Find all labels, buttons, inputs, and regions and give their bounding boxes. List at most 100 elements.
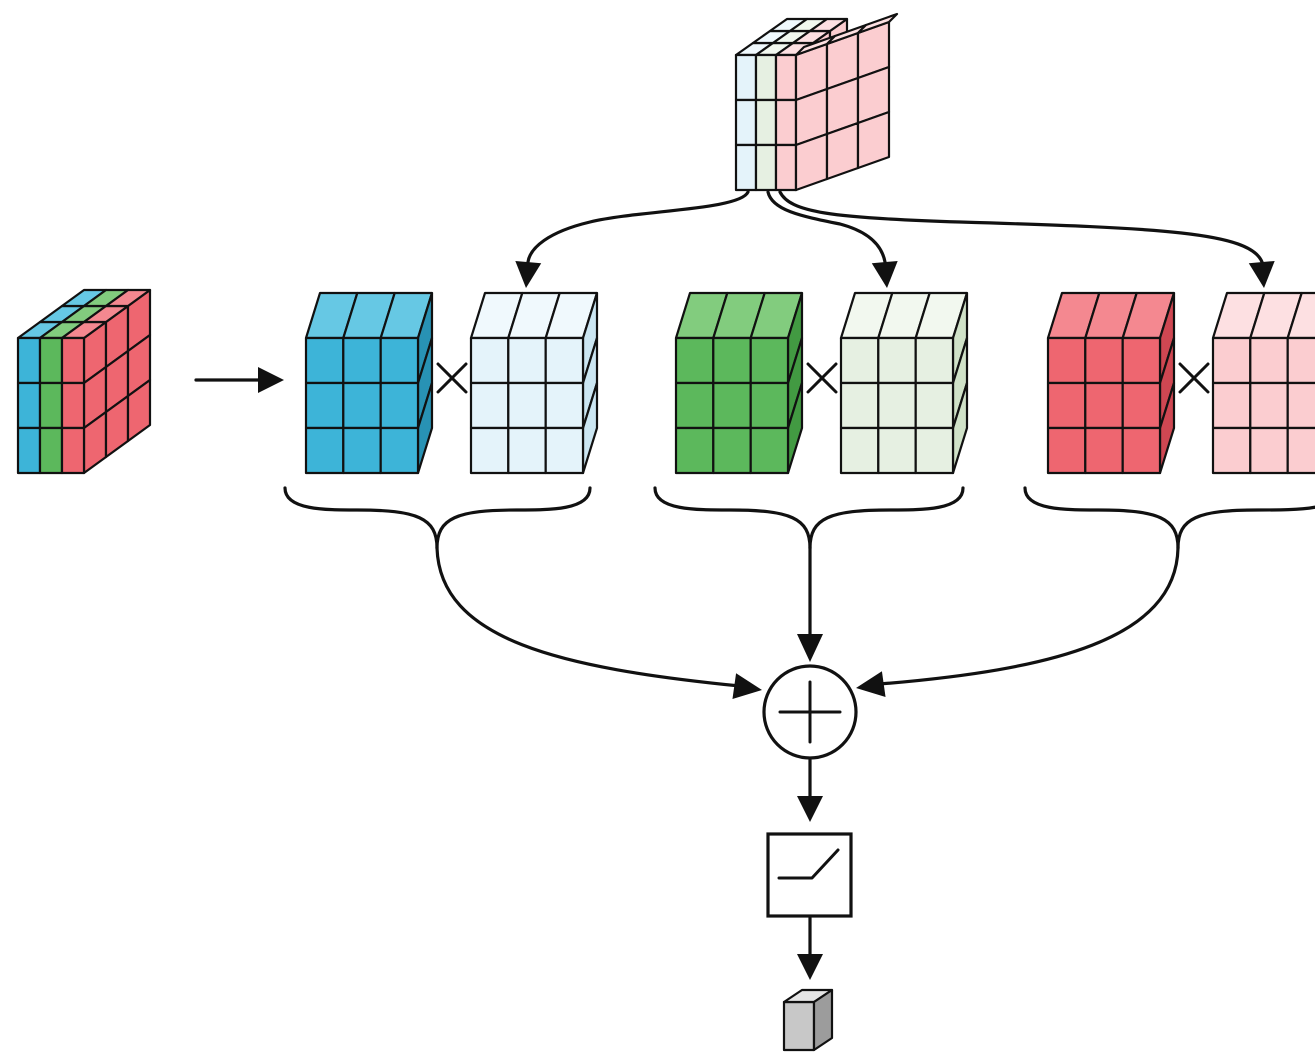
grid-front-cell <box>1046 426 1087 475</box>
grid-front-cell <box>1211 426 1252 475</box>
grid-front-cell <box>1046 381 1087 430</box>
grid-front-cell <box>469 426 510 475</box>
grid-front-cell <box>1286 336 1315 385</box>
grid-front-cell <box>839 336 880 385</box>
grid-front-cell <box>674 336 715 385</box>
tensor-front-cell <box>774 53 798 102</box>
relu-box-outline <box>766 832 853 918</box>
grid-front-cell <box>749 336 790 385</box>
grid-front-cell <box>469 336 510 385</box>
edge-to-sum-left <box>435 546 742 688</box>
kernel-channel-blue-grid <box>469 291 599 475</box>
grid-front-cell <box>379 336 420 385</box>
grid-front-cell <box>1084 381 1124 430</box>
tensor-side-cell <box>856 110 891 170</box>
tensor-front-cell <box>734 143 758 192</box>
arrowhead <box>732 673 762 699</box>
arrowhead <box>871 260 898 288</box>
tensor-top-cell <box>808 17 849 33</box>
voxel-side <box>812 988 834 1052</box>
multiply-icon <box>806 362 838 394</box>
grid-front-cell <box>544 336 585 385</box>
brace-left <box>653 486 812 550</box>
tensor-front-cell <box>734 53 758 102</box>
grid-front-cell <box>914 426 955 475</box>
tensor-side-cell <box>126 378 152 443</box>
tensor-top-cell <box>104 288 152 308</box>
grid-front-cell <box>304 381 345 430</box>
grid-front-cell <box>1286 381 1315 430</box>
tensor-front-cell <box>16 426 42 475</box>
grid-front-cell <box>379 381 420 430</box>
grid-front-cell <box>749 426 790 475</box>
grid-front-cell <box>1121 381 1162 430</box>
grid-front-cell <box>1121 426 1162 475</box>
kernel-tensor-cube <box>734 12 899 192</box>
grid-front-cell <box>304 426 345 475</box>
grid-front-cell <box>507 381 547 430</box>
tensor-front-cell <box>60 426 86 475</box>
multiply-stroke <box>806 362 838 394</box>
grid-front-cell <box>1084 336 1124 385</box>
grid-front-cell <box>1046 336 1087 385</box>
green-channel-pair <box>674 291 969 475</box>
arrowhead <box>856 671 886 697</box>
grid-front-cell <box>342 426 382 475</box>
arrowhead <box>797 954 823 980</box>
grid-front-cell <box>674 426 715 475</box>
grid-front-cell <box>712 426 752 475</box>
tensor-side-cell <box>825 121 860 181</box>
tensor-front-cell <box>38 381 64 430</box>
arrowhead <box>797 796 823 822</box>
grid-front-cell <box>1121 336 1162 385</box>
arrowhead <box>797 634 823 662</box>
tensor-top-cell <box>856 12 899 35</box>
grid-front-cell <box>304 336 345 385</box>
tensor-front-cell <box>754 98 778 147</box>
brace-left <box>283 486 439 550</box>
grid-front-cell <box>914 381 955 430</box>
grid-front-cell <box>1211 381 1252 430</box>
grid-front-cell <box>712 336 752 385</box>
tensor-front-cell <box>16 336 42 385</box>
edge-line <box>778 190 1264 264</box>
relu-curve-icon <box>777 848 840 880</box>
blue-channel-pair <box>304 291 599 475</box>
tensor-front-cell <box>16 381 42 430</box>
grid-front-cell <box>674 381 715 430</box>
brace-right <box>435 486 592 550</box>
grid-front-cell <box>877 426 917 475</box>
multiply-stroke <box>436 362 468 394</box>
grid-front-cell <box>712 381 752 430</box>
tensor-side-cell <box>794 132 829 192</box>
grid-front-cell <box>839 426 880 475</box>
brace-right <box>1176 505 1315 550</box>
grid-front-cell <box>877 336 917 385</box>
tensor-front-cell <box>38 426 64 475</box>
arrowhead <box>1248 260 1275 288</box>
input-split-arrow <box>194 367 284 393</box>
tensor-front-cell <box>774 98 798 147</box>
output-voxel-cube <box>782 988 834 1052</box>
grid-front-cell <box>544 426 585 475</box>
grid-front-cell <box>914 336 955 385</box>
grid-front-cell <box>1286 426 1315 475</box>
grid-front-cell <box>1249 336 1289 385</box>
grid-front-cell <box>507 426 547 475</box>
multiply-icon <box>436 362 468 394</box>
input-tensor-cube <box>16 288 152 475</box>
grid-front-cell <box>469 381 510 430</box>
grid-front-cell <box>1211 336 1252 385</box>
relu-activation-box <box>766 832 853 918</box>
sum-plus-circle <box>762 664 858 760</box>
kernel-channel-red-grid <box>1211 291 1315 475</box>
tensor-front-cell <box>754 53 778 102</box>
grid-front-cell <box>342 381 382 430</box>
input-channel-green-grid <box>674 291 804 475</box>
tensor-front-cell <box>734 98 758 147</box>
multiply-icon <box>1178 362 1210 394</box>
multiply-stroke <box>1178 362 1210 394</box>
grid-front-cell <box>342 336 382 385</box>
voxel-front <box>782 1000 816 1052</box>
